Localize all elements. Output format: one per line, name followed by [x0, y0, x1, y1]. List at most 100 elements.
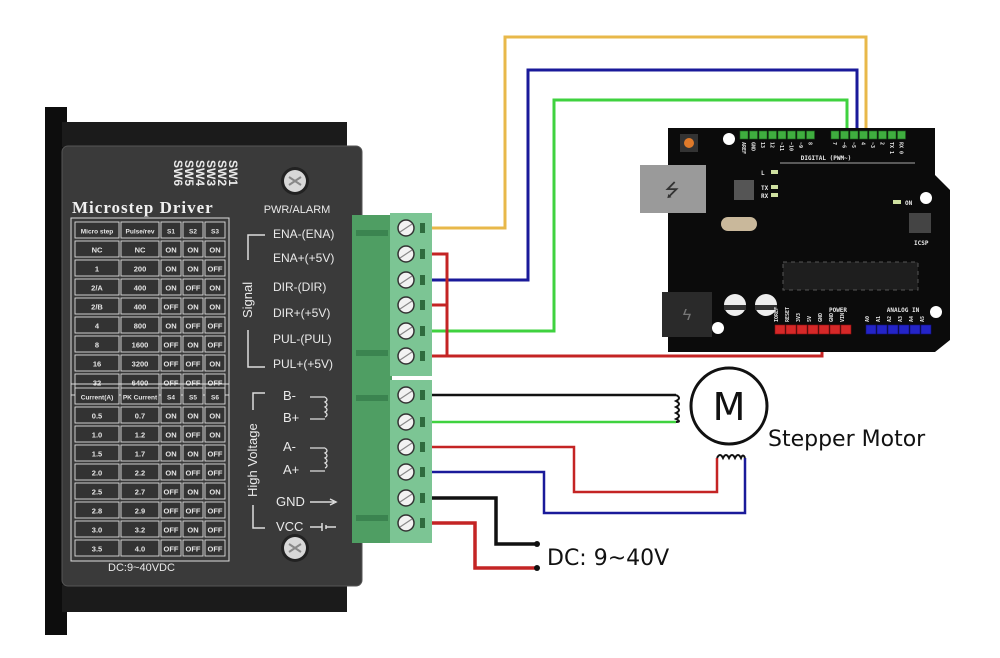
table-cell-text: 3.0 — [92, 526, 102, 535]
table-cell — [204, 335, 226, 353]
power-jack — [662, 292, 712, 337]
table-cell — [204, 444, 226, 462]
table-cell-text: 2.8 — [92, 507, 102, 516]
digital-pin[interactable] — [768, 130, 777, 140]
table-cell-text: OFF — [186, 469, 201, 478]
table-cell — [204, 539, 226, 557]
analog-pin[interactable] — [876, 324, 888, 335]
digital-pin[interactable] — [787, 130, 796, 140]
table-cell-text: 1.7 — [135, 450, 145, 459]
digital-pin[interactable] — [796, 130, 806, 140]
table-header-text: S2 — [189, 229, 197, 236]
table-cell-text: 6400 — [132, 379, 149, 388]
table-cell-text: ON — [165, 431, 176, 440]
wire-dir-blue — [432, 68, 859, 282]
table-cell-text: ON — [187, 526, 198, 535]
table-cell — [74, 278, 120, 296]
driver-top-fin — [62, 122, 347, 147]
table-cell-text: ON — [187, 265, 198, 274]
digital-pin[interactable] — [806, 130, 815, 140]
mount-hole — [712, 322, 724, 334]
switch-label: SW2 — [215, 160, 229, 186]
table-cell — [74, 444, 120, 462]
digital-pin[interactable] — [878, 130, 887, 140]
digital-pin[interactable] — [897, 130, 906, 140]
table-cell-text: 3200 — [132, 360, 149, 369]
digital-pin[interactable] — [840, 130, 849, 140]
power-pin[interactable] — [840, 324, 852, 335]
table-cell — [182, 406, 204, 424]
table-header-text: S4 — [167, 395, 175, 402]
digital-pin[interactable] — [859, 130, 868, 140]
digital-pin[interactable] — [777, 130, 787, 140]
table-cell-text: OFF — [164, 545, 179, 554]
power-pin[interactable] — [774, 324, 786, 335]
table-cell-text: OFF — [164, 507, 179, 516]
digital-pin[interactable] — [849, 130, 859, 140]
power-pin-label: 5V — [807, 316, 813, 322]
digital-pin[interactable] — [830, 130, 840, 140]
table-cell — [182, 259, 204, 277]
coil-b-symbol — [310, 396, 328, 420]
high-voltage-group-label: High Voltage — [245, 423, 260, 497]
power-pin[interactable] — [796, 324, 808, 335]
table-cell-text: ON — [209, 303, 220, 312]
analog-pin-label: A0 — [865, 316, 871, 322]
power-terminal-label: VCC — [276, 519, 303, 534]
table-cell-text: OFF — [186, 431, 201, 440]
table-cell — [160, 354, 182, 372]
table-cell-text: ON — [187, 341, 198, 350]
wire-a-plus-blue — [432, 458, 747, 515]
table-cell — [204, 463, 226, 481]
table-cell — [74, 463, 120, 481]
mount-hole — [920, 192, 932, 204]
table-header-cell — [120, 387, 160, 405]
digital-pin[interactable] — [868, 130, 878, 140]
table-cell-text: OFF — [164, 360, 179, 369]
table-cell-text: OFF — [186, 379, 201, 388]
digital-pin[interactable] — [749, 130, 758, 140]
analog-pin[interactable] — [865, 324, 877, 335]
table-cell-text: 0.7 — [135, 412, 145, 421]
table-cell — [182, 335, 204, 353]
power-pin[interactable] — [807, 324, 819, 335]
table-cell-text: 1600 — [132, 341, 149, 350]
power-pin[interactable] — [818, 324, 830, 335]
table-cell — [160, 335, 182, 353]
main-mcu — [782, 261, 919, 291]
analog-pin[interactable] — [898, 324, 910, 335]
digital-pin-label: GND — [750, 142, 756, 151]
digital-pin-label: 12 — [769, 142, 775, 148]
digital-pin[interactable] — [739, 130, 749, 140]
analog-pin[interactable] — [920, 324, 932, 335]
table-cell-text: 3.5 — [92, 545, 102, 554]
power-pin[interactable] — [829, 324, 841, 335]
usb-icon: ⭍ — [665, 180, 680, 200]
digital-pin-label: TX 1 — [888, 142, 894, 154]
table-cell-text: 8 — [95, 341, 99, 350]
switch-label: SW3 — [204, 160, 218, 186]
signal-terminal-label: DIR+(+5V) — [273, 306, 330, 320]
table-cell — [182, 463, 204, 481]
digital-pin[interactable] — [758, 130, 768, 140]
table-cell — [204, 406, 226, 424]
table-cell — [74, 406, 120, 424]
table-cell — [204, 297, 226, 315]
digital-pin-label: ~11 — [778, 142, 784, 151]
table-cell-text: ON — [209, 360, 220, 369]
analog-pin-label: A1 — [876, 316, 882, 322]
table-cell-text: ON — [209, 246, 220, 255]
icsp-header — [909, 213, 931, 233]
digital-pin[interactable] — [887, 130, 897, 140]
table-cell-text: 2.0 — [92, 469, 102, 478]
table-cell-text: 2/A — [91, 284, 103, 293]
screw-bottom — [281, 534, 309, 562]
analog-pin[interactable] — [887, 324, 899, 335]
table-header-cell — [74, 221, 120, 239]
table-cell — [160, 444, 182, 462]
analog-pin[interactable] — [909, 324, 921, 335]
table-cell — [74, 240, 120, 258]
power-pin[interactable] — [785, 324, 797, 335]
table-cell-text: OFF — [164, 488, 179, 497]
